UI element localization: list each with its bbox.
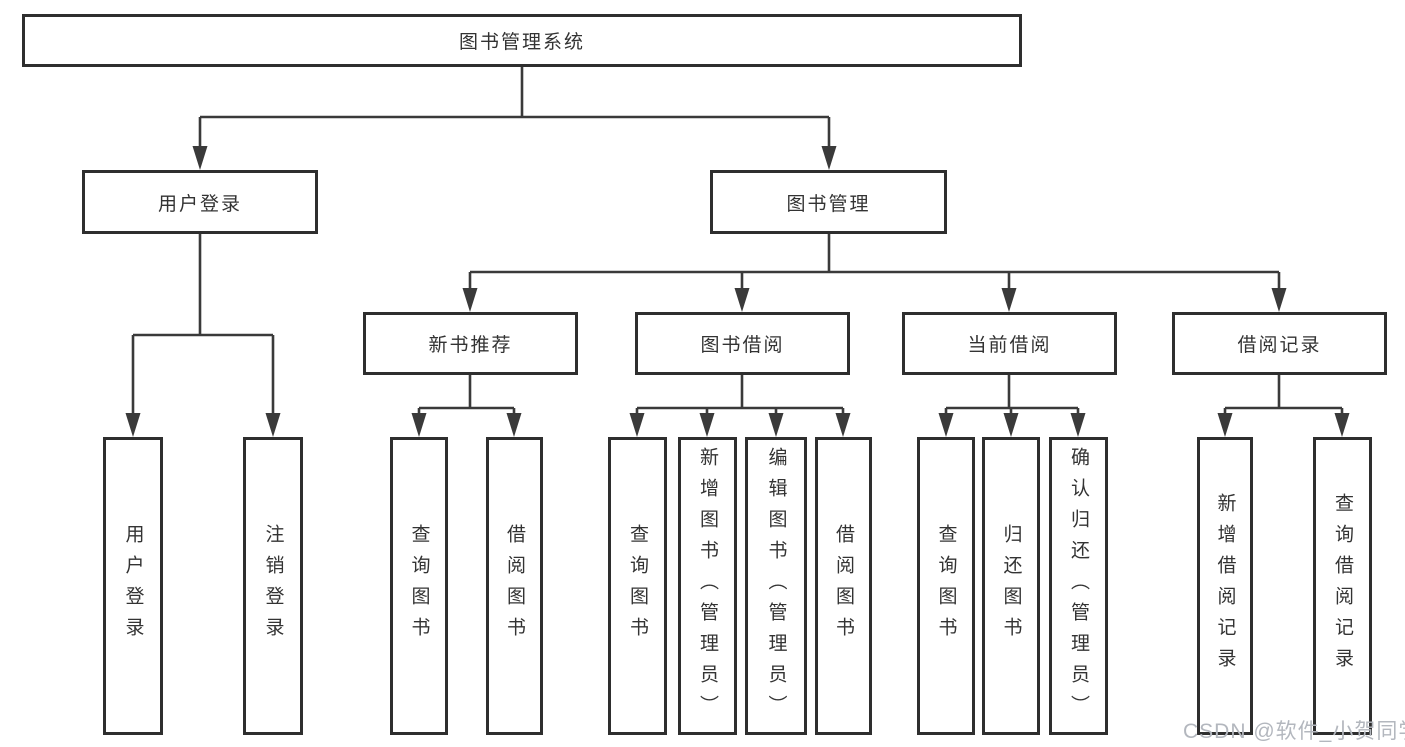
leaf-br-add-record: 新增借阅记录 <box>1197 437 1253 735</box>
leaf-nbr-borrow-books: 借阅图书 <box>486 437 543 735</box>
connector-root-to-level2 <box>192 67 837 170</box>
leaf-cb-query-books-label: 查询图书 <box>935 524 957 648</box>
leaf-nbr-borrow-books-label: 借阅图书 <box>504 524 525 648</box>
leaf-bb-borrow-books-label: 借阅图书 <box>833 524 854 648</box>
node-book-borrowing-label: 图书借阅 <box>700 335 785 356</box>
leaf-bb-add-books-admin: 新增图书（管理员） <box>678 437 737 735</box>
csdn-watermark: CSDN @软件_小贺同学 <box>1183 720 1405 743</box>
leaf-logout: 注销登录 <box>243 437 303 735</box>
leaf-bb-query-books-label: 查询图书 <box>627 524 648 648</box>
leaf-bb-borrow-books: 借阅图书 <box>815 437 872 735</box>
connector-book-borrowing-to-leaves <box>629 375 851 437</box>
leaf-bb-add-books-admin-label: 新增图书（管理员） <box>697 446 718 726</box>
leaf-br-query-record-label: 查询借阅记录 <box>1332 493 1353 679</box>
leaf-user-login: 用户登录 <box>103 437 163 735</box>
node-root-library-management-system: 图书管理系统 <box>22 14 1022 67</box>
node-user-login: 用户登录 <box>82 170 318 234</box>
node-new-book-recommend: 新书推荐 <box>363 312 578 375</box>
node-current-borrowing: 当前借阅 <box>902 312 1117 375</box>
node-current-borrowing-label: 当前借阅 <box>967 335 1052 356</box>
node-borrowing-records: 借阅记录 <box>1172 312 1387 375</box>
connector-book-management-to-level3 <box>462 234 1287 312</box>
connector-borrowing-records-to-leaves <box>1217 375 1350 437</box>
leaf-br-query-record: 查询借阅记录 <box>1313 437 1372 735</box>
connector-current-borrowing-to-leaves <box>938 375 1086 437</box>
leaf-nbr-query-books: 查询图书 <box>390 437 448 735</box>
node-borrowing-records-label: 借阅记录 <box>1237 335 1322 356</box>
node-root-label: 图书管理系统 <box>458 32 585 53</box>
leaf-bb-edit-books-admin-label: 编辑图书（管理员） <box>765 446 787 726</box>
node-new-book-recommend-label: 新书推荐 <box>428 335 513 356</box>
leaf-cb-confirm-return-admin: 确认归还（管理员） <box>1049 437 1108 735</box>
node-user-login-label: 用户登录 <box>157 193 242 215</box>
leaf-bb-edit-books-admin: 编辑图书（管理员） <box>745 437 807 735</box>
leaf-cb-confirm-return-admin-label: 确认归还（管理员） <box>1068 446 1089 726</box>
leaf-cb-return-books: 归还图书 <box>982 437 1040 735</box>
node-book-management: 图书管理 <box>710 170 947 234</box>
node-book-borrowing: 图书借阅 <box>635 312 850 375</box>
leaf-br-add-record-label: 新增借阅记录 <box>1214 493 1236 679</box>
connector-user-login-to-leaves <box>125 234 281 437</box>
leaf-cb-return-books-label: 归还图书 <box>1000 524 1022 648</box>
leaf-cb-query-books: 查询图书 <box>917 437 975 735</box>
node-book-management-label: 图书管理 <box>786 193 871 215</box>
leaf-user-login-label: 用户登录 <box>122 524 144 648</box>
leaf-bb-query-books: 查询图书 <box>608 437 667 735</box>
leaf-nbr-query-books-label: 查询图书 <box>408 524 430 648</box>
leaf-logout-label: 注销登录 <box>262 524 284 648</box>
connector-new-book-recommend-to-leaves <box>411 375 522 437</box>
